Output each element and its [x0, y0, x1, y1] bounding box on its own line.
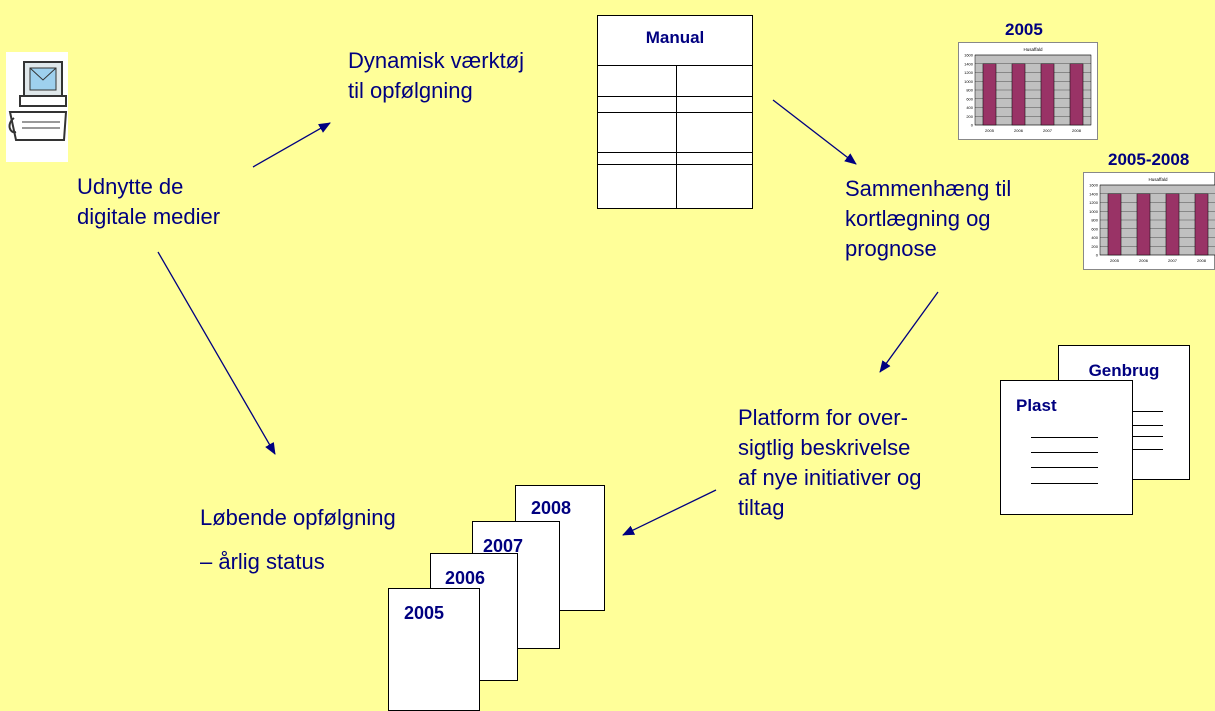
chart2-title: Husaffald: [1149, 177, 1168, 182]
chart1-ytick: 200: [966, 114, 973, 119]
chart2-mini-bar: Husaffald 1600 1400 1200 1000 800 600 400 200 0 20…: [1083, 172, 1215, 270]
chart1-title: Husaffald: [1024, 47, 1043, 52]
chart1-ytick: 1000: [964, 79, 974, 84]
chart1-ytick: 1600: [964, 53, 974, 58]
arrow-to-context: [772, 99, 857, 165]
chart2-ytick: 1600: [1089, 183, 1099, 188]
chart1-xtick: 2006: [1014, 128, 1024, 133]
chart2-bar: [1194, 193, 1209, 256]
manual-document: Manual: [597, 15, 753, 209]
arrow-to-platform: [879, 291, 939, 373]
node-dynamic-tool: Dynamisk værktøj til opfølgning: [348, 48, 525, 103]
chart1-bar: [1040, 63, 1055, 126]
manual-title: Manual: [645, 28, 705, 47]
chart1-ytick: 400: [966, 105, 973, 110]
arrow-to-dynamic: [252, 122, 331, 168]
arrow-to-followup: [157, 251, 276, 455]
node-platform: Platform for over- sigtlig beskrivelse a…: [738, 405, 922, 520]
node-digital-media: Udnytte de digitale medier: [77, 174, 221, 229]
year-doc-2005-label: 2005: [404, 603, 445, 623]
chart1-heading: 2005: [1005, 20, 1043, 39]
chart2-xtick: 2007: [1168, 258, 1178, 263]
chart1-ytick: 600: [966, 96, 973, 101]
year-doc-2005: 2005: [388, 588, 480, 711]
chart2-xtick: 2008: [1197, 258, 1207, 263]
doc-plast-title: Plast: [1016, 396, 1057, 415]
chart2-ytick: 1400: [1089, 191, 1099, 196]
chart2-ytick: 800: [1091, 218, 1098, 223]
chart1-xtick: 2005: [985, 128, 995, 133]
doc-plast: Plast: [1000, 380, 1133, 515]
year-doc-2006-label: 2006: [445, 568, 486, 588]
chart2-heading: 2005-2008: [1108, 150, 1190, 169]
chart1-bar: [1011, 63, 1026, 126]
chart1-ytick: 1200: [964, 70, 974, 75]
chart2-ytick: 200: [1091, 244, 1098, 249]
chart2-ytick: 400: [1091, 235, 1098, 240]
chart2-ytick: 600: [1091, 226, 1098, 231]
chart2-xtick: 2006: [1139, 258, 1149, 263]
doc-genbrug-title: Genbrug: [1088, 361, 1160, 380]
year-doc-2008-label: 2008: [531, 498, 572, 518]
node-context: Sammenhæng til kortlægning og prognose: [845, 176, 1012, 261]
chart2-bar: [1107, 193, 1122, 256]
year-doc-2007-label: 2007: [483, 536, 524, 556]
chart2-bar: [1165, 193, 1180, 256]
computer-email-icon: [6, 52, 68, 162]
chart2-ytick: 0: [1096, 253, 1099, 258]
chart2-bar: [1136, 193, 1151, 256]
chart1-mini-bar: Husaffald 1600 1400 1200 1000 800 600 400 200 0 20…: [958, 42, 1098, 140]
chart1-bar: [1069, 63, 1084, 126]
chart2-ytick: 1000: [1089, 209, 1099, 214]
chart1-ytick: 0: [971, 123, 974, 128]
chart1-bar: [982, 63, 997, 126]
chart1-ytick: 1400: [964, 61, 974, 66]
chart2-ytick: 1200: [1089, 200, 1099, 205]
arrow-to-followup-doc: [622, 489, 717, 536]
chart2-xtick: 2005: [1110, 258, 1120, 263]
node-followup: Løbende opfølgning – årlig status: [200, 505, 396, 574]
chart1-ytick: 800: [966, 88, 973, 93]
chart1-xtick: 2008: [1072, 128, 1082, 133]
chart1-xtick: 2007: [1043, 128, 1053, 133]
